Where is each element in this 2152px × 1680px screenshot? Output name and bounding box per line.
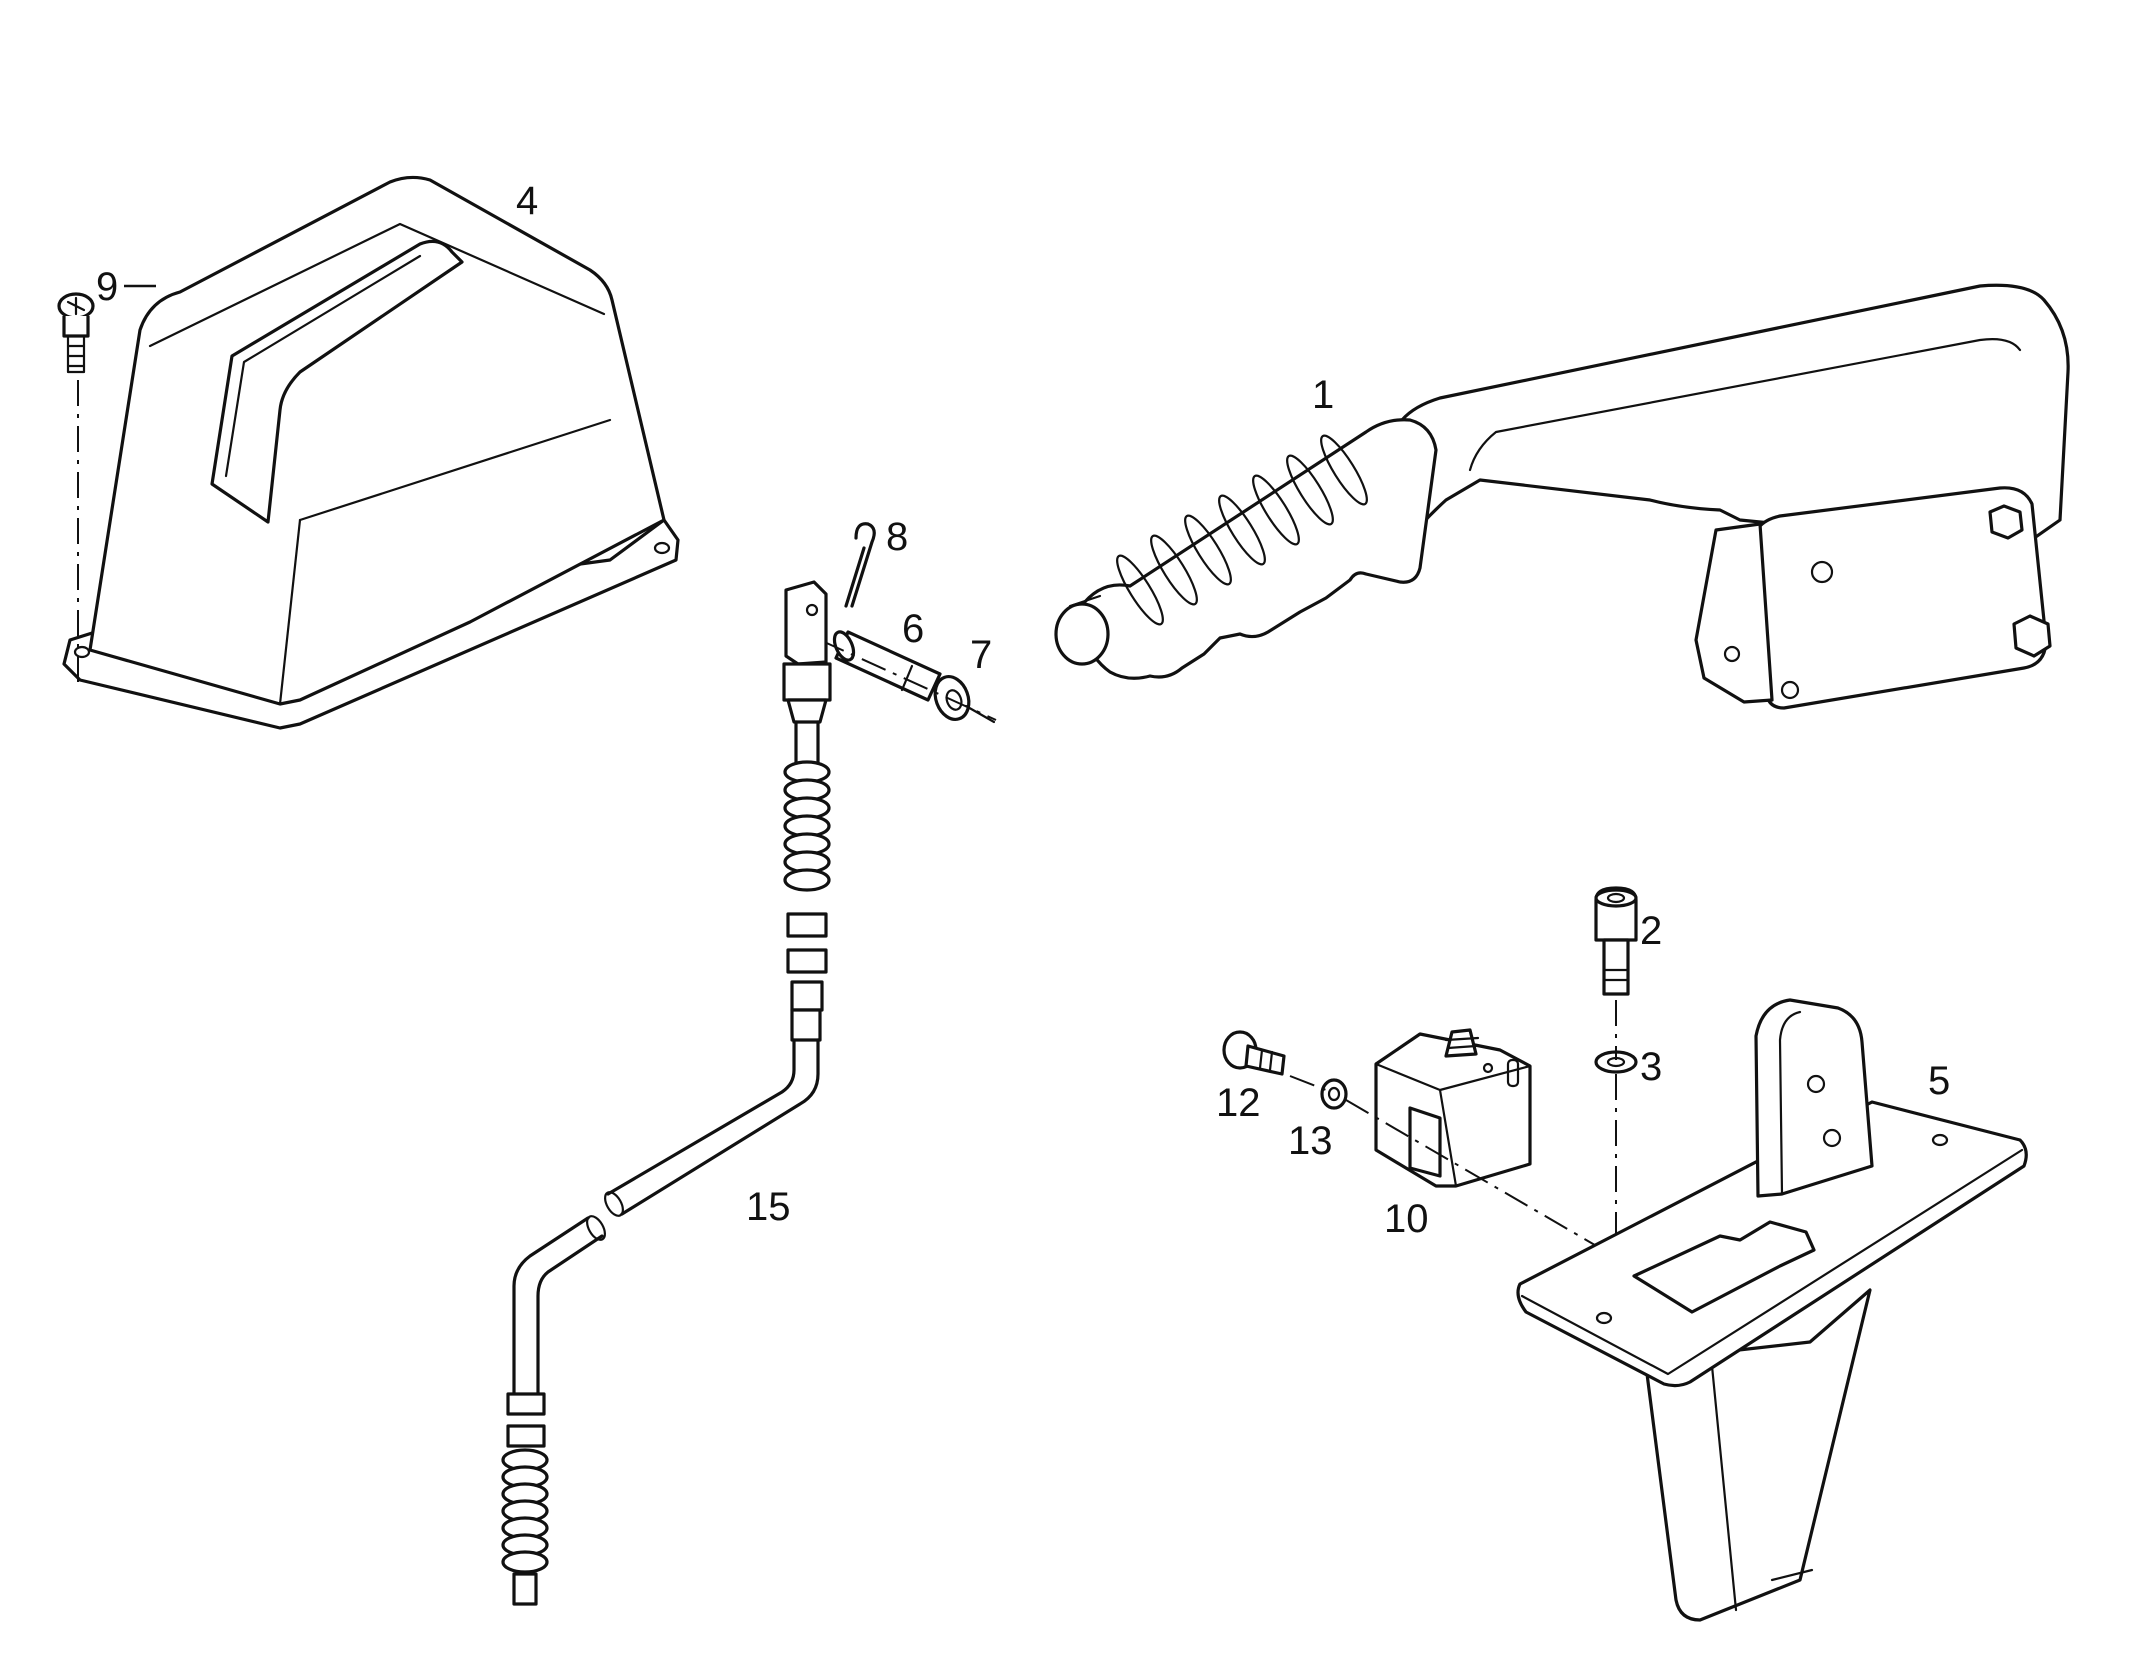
part-7-washer xyxy=(933,675,996,724)
grip-rib xyxy=(1320,434,1368,506)
cable-boot-rib xyxy=(501,1550,549,1574)
callout-13: 13 xyxy=(1288,1119,1333,1163)
part-12-screw xyxy=(1222,1030,1286,1076)
part-9-screw xyxy=(57,292,95,690)
part-8-clip xyxy=(844,522,876,608)
callout-6: 6 xyxy=(902,607,924,651)
grip-rib xyxy=(1184,514,1232,586)
part-13-washer xyxy=(1320,1078,1348,1110)
grip-rib xyxy=(1218,494,1266,566)
part-2-screw xyxy=(1594,886,1638,996)
callout-2: 2 xyxy=(1640,909,1662,953)
part-5-bracket xyxy=(1516,998,2028,1622)
part-1-hand-lever xyxy=(1054,283,2070,710)
callout-15: 15 xyxy=(746,1185,791,1229)
part-15-cable xyxy=(501,580,832,1606)
part-4-cover xyxy=(62,175,680,730)
callout-12: 12 xyxy=(1216,1081,1261,1125)
part-10-switch xyxy=(1374,1028,1532,1188)
callout-5: 5 xyxy=(1928,1059,1950,1103)
cable-boot-rib xyxy=(783,868,831,892)
callout-4: 4 xyxy=(516,179,538,223)
callout-3: 3 xyxy=(1640,1045,1662,1089)
grip-rib xyxy=(1150,534,1198,606)
callout-8: 8 xyxy=(886,515,908,559)
callout-10: 10 xyxy=(1384,1197,1429,1241)
callout-1: 1 xyxy=(1312,373,1334,417)
grip-rib xyxy=(1286,454,1334,526)
callout-7: 7 xyxy=(970,633,992,677)
grip-rib xyxy=(1252,474,1300,546)
callout-labels: 1 2 3 4 5 6 7 8 9 10 12 13 15 xyxy=(96,179,1950,1241)
grip-rib xyxy=(1116,554,1164,626)
callout-9: 9 xyxy=(96,265,118,309)
